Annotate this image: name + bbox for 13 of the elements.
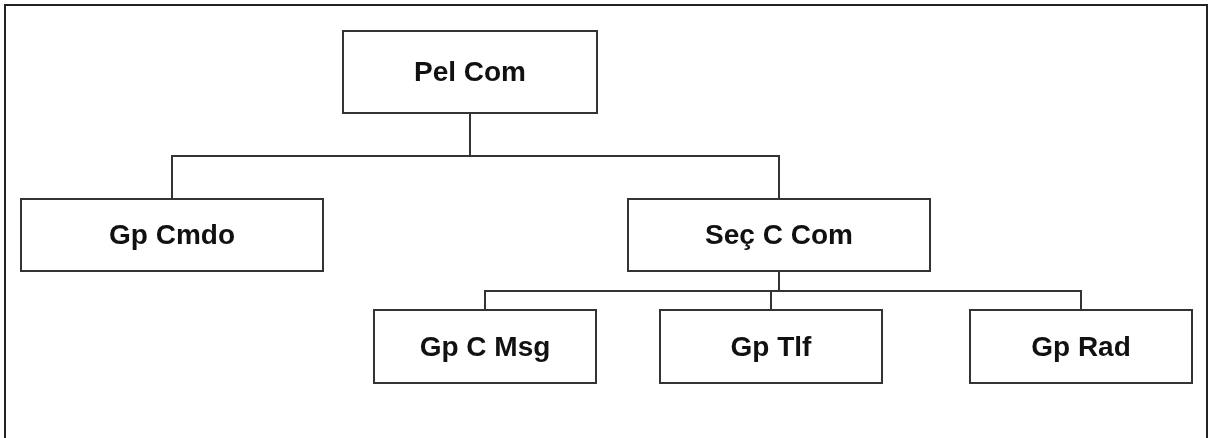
unit-name: Gp Cmdo xyxy=(109,219,235,251)
org-unit-box xyxy=(20,198,324,272)
unit-name: Seç C Com xyxy=(705,219,853,251)
org-unit-box xyxy=(969,309,1193,384)
unit-name: Gp Rad xyxy=(1031,330,1131,363)
org-unit-box xyxy=(659,309,883,384)
connector-line xyxy=(778,271,1082,310)
unit-name: Gp C Msg xyxy=(419,330,551,363)
org-unit-box xyxy=(373,309,597,384)
unit-name: Gp Tlf xyxy=(730,330,812,363)
unit-name: Pel Com xyxy=(414,56,526,88)
org-unit-box xyxy=(342,30,598,114)
org-unit-box xyxy=(627,198,931,272)
